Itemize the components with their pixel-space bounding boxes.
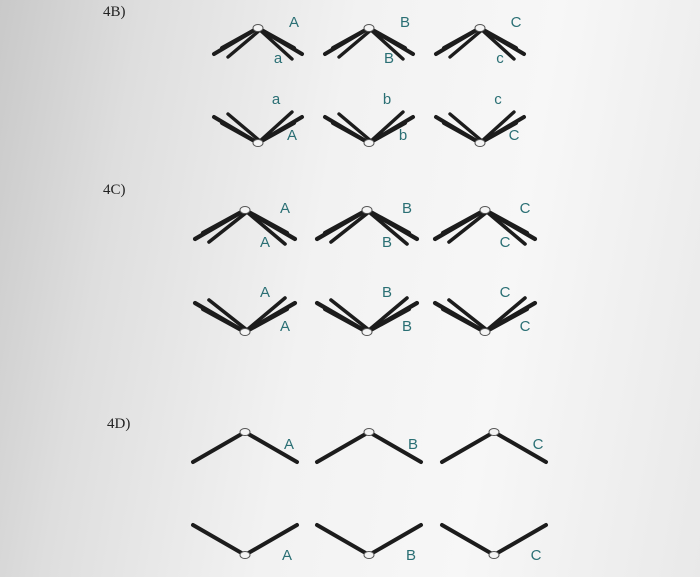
chromosome-4b-bottom-3-allele-label: c bbox=[494, 91, 502, 108]
chromosome-4d-top-1-centromere bbox=[239, 428, 251, 436]
chromosome-4b-bottom-1-allele-label: A bbox=[287, 127, 297, 144]
chromosome-4d-top-1-chromatid bbox=[191, 429, 299, 464]
chromosome-4b-top-2-allele-label: B bbox=[400, 14, 410, 31]
chromosome-4d-bottom-3-centromere bbox=[488, 551, 500, 559]
section-label-4d: 4D) bbox=[107, 416, 131, 432]
chromosome-4c-top-2-allele-label: B bbox=[402, 200, 412, 217]
chromosome-4b-top-1-allele-label: A bbox=[289, 14, 299, 31]
section-label-4b: 4B) bbox=[103, 4, 126, 20]
chromosome-4b-bottom-1-centromere bbox=[252, 139, 264, 147]
chromosome-4b-bottom-3-allele-label: C bbox=[509, 127, 520, 144]
chromosome-4b-bottom-2-allele-label: b bbox=[399, 127, 407, 144]
chromosome-4c-top-1-centromere bbox=[239, 206, 251, 214]
chromosome-4d-bottom-3-allele-label: C bbox=[531, 547, 542, 564]
chromosome-4d-top-2-chromatid bbox=[315, 429, 423, 464]
chromosome-4c-bottom-3-allele-label: C bbox=[520, 318, 531, 335]
chromosome-4d-bottom-2-centromere bbox=[363, 551, 375, 559]
chromosome-4b-top-3-allele-label: C bbox=[511, 14, 522, 31]
chromosome-4c-top-2-allele-label: B bbox=[382, 234, 392, 251]
chromosome-4d-top-2-centromere bbox=[363, 428, 375, 436]
chromosome-4c-bottom-1-allele-label: A bbox=[260, 284, 270, 301]
chromosome-4b-top-2-centromere bbox=[363, 24, 375, 32]
chromosome-4c-bottom-3-allele-label: C bbox=[500, 284, 511, 301]
chromosome-4d-top-2-allele-label: B bbox=[408, 436, 418, 453]
chromosome-4d-top-3-chromatid bbox=[440, 429, 548, 464]
chromosome-4c-bottom-3-centromere bbox=[479, 328, 491, 336]
chromosome-4d-top-3-allele-label: C bbox=[533, 436, 544, 453]
chromosome-4b-bottom-3-centromere bbox=[474, 139, 486, 147]
chromosome-4b-top-2-allele-label: B bbox=[384, 50, 394, 67]
chromosome-4b-bottom-2-centromere bbox=[363, 139, 375, 147]
chromosome-4c-top-2-centromere bbox=[361, 206, 373, 214]
chromosome-4b-top-3-centromere bbox=[474, 24, 486, 32]
chromosome-4d-bottom-1-allele-label: A bbox=[282, 547, 292, 564]
chromosome-4c-top-3-centromere bbox=[479, 206, 491, 214]
chromosome-4c-bottom-2-centromere bbox=[361, 328, 373, 336]
chromosome-4c-top-3-allele-label: C bbox=[500, 234, 511, 251]
chromosome-4b-bottom-2-allele-label: b bbox=[383, 91, 391, 108]
chromosome-4d-top-1-allele-label: A bbox=[284, 436, 294, 453]
chromosome-4b-top-3-allele-label: c bbox=[496, 50, 504, 67]
section-label-4c: 4C) bbox=[103, 182, 126, 198]
chromosome-4d-bottom-1-centromere bbox=[239, 551, 251, 559]
chromosome-4b-top-1-allele-label: a bbox=[274, 50, 283, 67]
chromosome-4c-bottom-2-allele-label: B bbox=[382, 284, 392, 301]
chromosome-4c-bottom-1-centromere bbox=[239, 328, 251, 336]
chromosome-4b-bottom-1-allele-label: a bbox=[272, 91, 281, 108]
chromosome-4c-top-3-allele-label: C bbox=[520, 200, 531, 217]
chromosome-4d-bottom-2-allele-label: B bbox=[406, 547, 416, 564]
chromosome-4c-top-1-allele-label: A bbox=[280, 200, 290, 217]
chromosome-4c-bottom-1-allele-label: A bbox=[280, 318, 290, 335]
chromosome-4d-top-3-centromere bbox=[488, 428, 500, 436]
chromosome-4c-top-1-allele-label: A bbox=[260, 234, 270, 251]
chromosome-4c-bottom-2-allele-label: B bbox=[402, 318, 412, 335]
chromosome-4b-top-1-centromere bbox=[252, 24, 264, 32]
